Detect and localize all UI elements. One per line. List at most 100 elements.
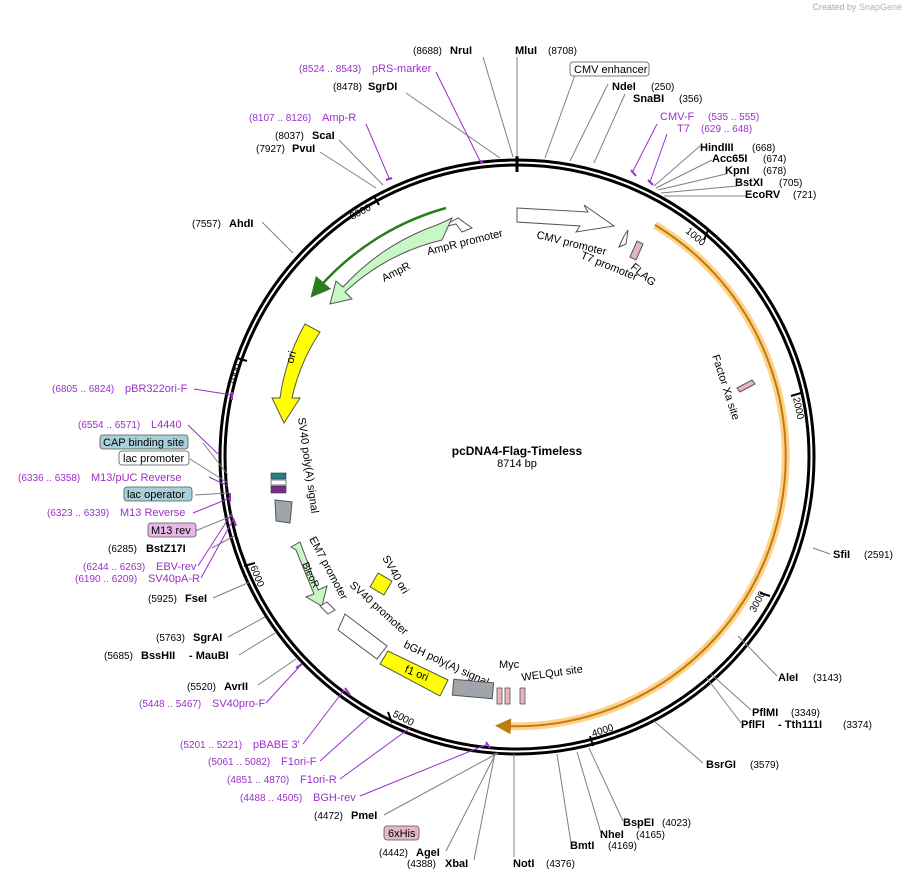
primer-f1ori-f: (5061 .. 5082) F1ori-F bbox=[208, 756, 317, 768]
enzyme-name-alt: - Tth111I bbox=[778, 719, 822, 731]
primer-pbabe-3: (5201 .. 5221) pBABE 3' bbox=[180, 739, 300, 751]
ampr-arc bbox=[310, 206, 447, 298]
enzyme-bstz17i: (6285) BstZ17I bbox=[108, 543, 186, 555]
primer-sv40pro-f: (5448 .. 5467) SV40pro-F bbox=[139, 698, 265, 710]
enzyme-position: (4169) bbox=[608, 841, 637, 852]
timeless-cds-arrow bbox=[495, 221, 790, 735]
enzyme-sgrai: (5763) SgrAI bbox=[156, 632, 222, 644]
ampr-promoter-arrow bbox=[439, 217, 474, 233]
primer-prs-marker: (8524 .. 8543) pRS-marker bbox=[299, 63, 432, 75]
enzyme-scai: (8037) ScaI bbox=[275, 130, 335, 142]
enzyme-name: AhdI bbox=[229, 218, 253, 230]
ori-arrow bbox=[271, 323, 321, 425]
enzyme-nrui: (8688) NruI bbox=[413, 45, 472, 57]
m13-rev-label: M13 rev bbox=[151, 525, 191, 537]
enzyme-position: (5925) bbox=[148, 594, 177, 605]
enzyme-hindiii: HindIII (668) bbox=[700, 142, 775, 154]
lac-promoter-label: lac promoter bbox=[123, 453, 184, 465]
enzyme-position: (4388) bbox=[407, 859, 436, 870]
primer-sv40pa-r: (6190 .. 6209) SV40pA-R bbox=[75, 573, 200, 585]
enzyme-name: PflMI bbox=[752, 707, 778, 719]
primer-range: (6190 .. 6209) bbox=[75, 574, 137, 585]
enzyme-acc65i: Acc65I (674) bbox=[712, 153, 786, 165]
primer-name: F1ori-R bbox=[300, 774, 337, 786]
primer-cmv-f: CMV-F (535 .. 555) bbox=[660, 111, 759, 123]
enzyme-name: MluI bbox=[515, 45, 537, 57]
enzyme-snabi: SnaBI (356) bbox=[633, 93, 702, 105]
primer-name: pBABE 3' bbox=[253, 739, 300, 751]
cmv-enhancer-label: CMV enhancer bbox=[574, 64, 648, 76]
lac-operator-box: lac operator bbox=[123, 486, 193, 502]
enzyme-position: (3374) bbox=[843, 720, 872, 731]
primer-f1ori-r: (4851 .. 4870) F1ori-R bbox=[227, 774, 337, 786]
primer-range: (535 .. 555) bbox=[708, 112, 759, 123]
enzyme-name: AgeI bbox=[416, 847, 440, 859]
factor-xa-label: Factor Xa site bbox=[709, 353, 741, 421]
cmv-promoter-label: CMV promoter bbox=[535, 229, 608, 258]
enzyme-position: (250) bbox=[651, 82, 674, 93]
enzyme-position: (3349) bbox=[791, 708, 820, 719]
myc-marker bbox=[496, 687, 503, 705]
enzyme-position: (4376) bbox=[546, 859, 575, 870]
primer-range: (6554 .. 6571) bbox=[78, 420, 140, 431]
credit-text: Created by bbox=[812, 2, 857, 12]
enzyme-xbai: (4388) XbaI bbox=[407, 858, 468, 870]
cmv-promoter-arrow bbox=[516, 204, 616, 233]
primer-ebv-rev: (6244 .. 6263) EBV-rev bbox=[83, 561, 197, 573]
enzyme-position: (674) bbox=[763, 154, 786, 165]
ampr-arrow bbox=[329, 216, 454, 305]
enzyme-pflmi: PflMI (3349) bbox=[752, 707, 820, 719]
enzyme-position: (3579) bbox=[750, 760, 779, 771]
primer-range: (6323 .. 6339) bbox=[47, 508, 109, 519]
primer-m13-reverse: (6323 .. 6339) M13 Reverse bbox=[47, 507, 185, 519]
enzyme-pflfi: PflFI - Tth111I (3374) bbox=[741, 719, 872, 731]
em7-promoter-arrow bbox=[319, 601, 336, 615]
enzyme-name: BmtI bbox=[570, 840, 594, 852]
enzyme-position: (4472) bbox=[314, 811, 343, 822]
primer-name: pBR322ori-F bbox=[125, 383, 188, 395]
enzyme-nhei: NheI (4165) bbox=[600, 829, 665, 841]
enzyme-bsrgi: BsrGI (3579) bbox=[706, 759, 779, 771]
enzyme-bsshii: (5685) BssHII - MauBI bbox=[104, 650, 229, 662]
enzyme-name: PflFI bbox=[741, 719, 765, 731]
primer-range: (8107 .. 8126) bbox=[249, 113, 311, 124]
enzyme-name: PvuI bbox=[292, 143, 315, 155]
enzyme-name: FseI bbox=[185, 593, 207, 605]
cap-site-marker bbox=[270, 472, 287, 480]
enzyme-name: NdeI bbox=[612, 81, 636, 93]
enzyme-position: (5520) bbox=[187, 682, 216, 693]
primer-name: L4440 bbox=[151, 419, 182, 431]
enzyme-name: KpnI bbox=[725, 165, 749, 177]
enzyme-fsei: (5925) FseI bbox=[148, 593, 207, 605]
enzyme-position: (8688) bbox=[413, 46, 442, 57]
primer-t7: T7 (629 .. 648) bbox=[677, 123, 752, 135]
enzyme-name: ScaI bbox=[312, 130, 335, 142]
enzyme-position: (721) bbox=[793, 190, 816, 201]
enzyme-position: (5763) bbox=[156, 633, 185, 644]
enzyme-name: SfiI bbox=[833, 549, 850, 561]
t7-promoter-arrow bbox=[618, 229, 629, 248]
primer-name: F1ori-F bbox=[281, 756, 317, 768]
enzyme-name-alt: - MauBI bbox=[189, 650, 229, 662]
primer-range: (6244 .. 6263) bbox=[83, 562, 145, 573]
enzyme-name: BstZ17I bbox=[146, 543, 186, 555]
primer-name: BGH-rev bbox=[313, 792, 356, 804]
enzyme-alei: AleI (3143) bbox=[778, 672, 842, 684]
enzyme-name: AleI bbox=[778, 672, 798, 684]
enzyme-ahdi: (7557) AhdI bbox=[192, 218, 253, 230]
snapgene-logo: SnapGene bbox=[858, 2, 902, 12]
primer-name: CMV-F bbox=[660, 111, 695, 123]
myc-label: Myc bbox=[499, 659, 520, 671]
primer-pbr322ori-f: (6805 .. 6824) pBR322ori-F bbox=[52, 383, 188, 395]
enzyme-position: (3143) bbox=[813, 673, 842, 684]
lac-promoter-marker bbox=[270, 479, 287, 486]
sv40-ori-box bbox=[369, 572, 393, 596]
enzyme-noti: NotI (4376) bbox=[513, 858, 575, 870]
welqut-label: WELQut site bbox=[521, 663, 584, 683]
enzyme-name: NheI bbox=[600, 829, 624, 841]
enzyme-avrii: (5520) AvrII bbox=[187, 681, 248, 693]
enzyme-position: (8708) bbox=[548, 46, 577, 57]
enzyme-bstxi: BstXI (705) bbox=[735, 177, 802, 189]
cap-binding-site-label: CAP binding site bbox=[103, 437, 184, 449]
enzyme-position: (4165) bbox=[636, 830, 665, 841]
